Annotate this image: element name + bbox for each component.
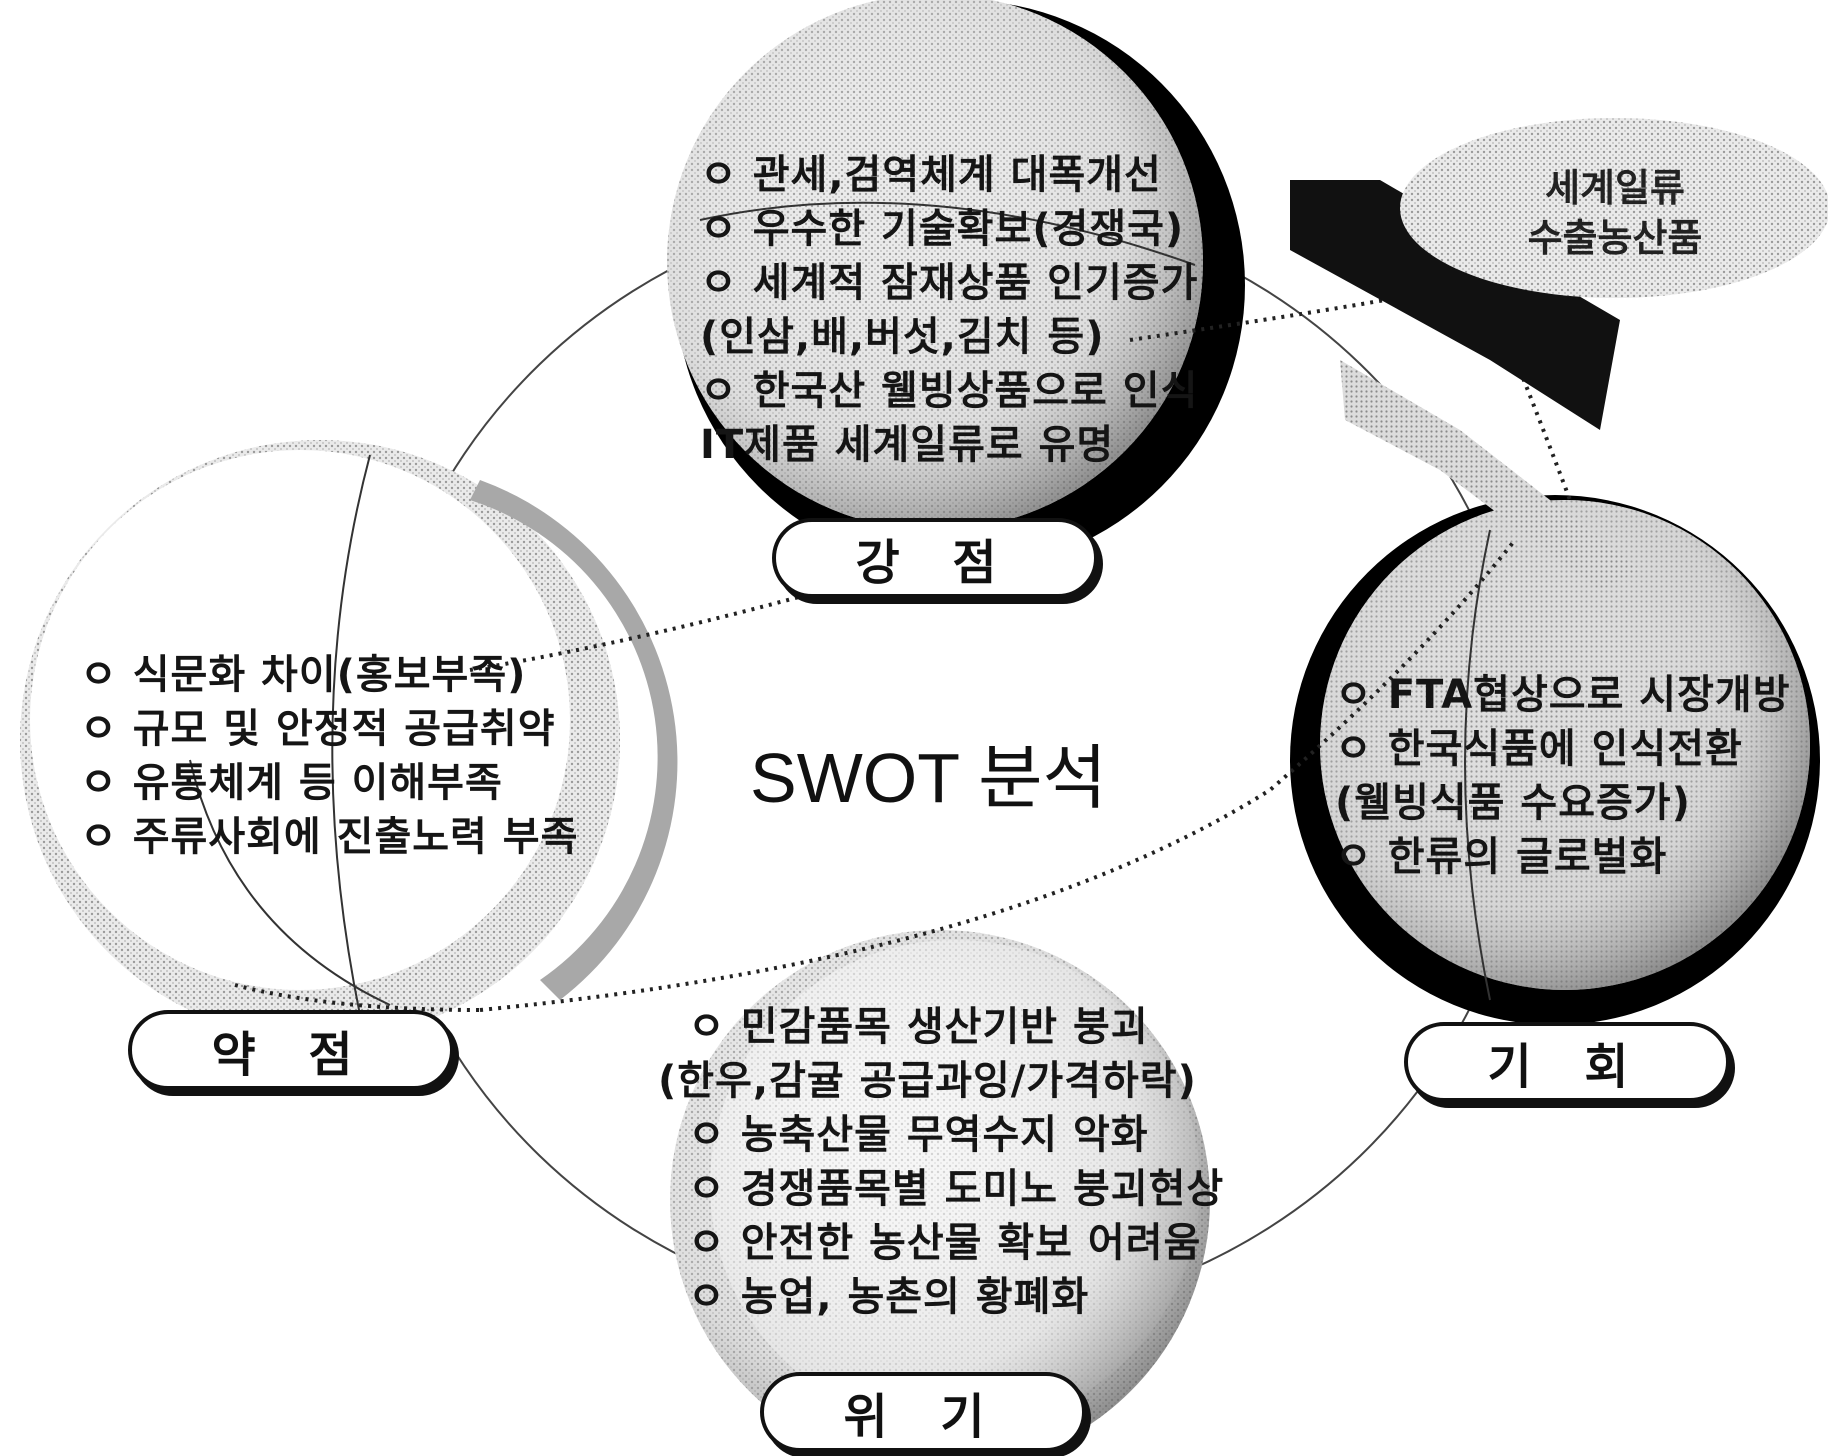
meridian-line xyxy=(189,759,391,1006)
meridian-line xyxy=(331,454,371,1016)
strength-item: ㅇ 우수한 기술확보(경쟁국) xyxy=(700,206,1185,252)
opportunity-item: ㅇ 한류의 글로벌화 xyxy=(1335,834,1668,880)
threat-item: ㅇ 경쟁품목별 도미노 붕괴현상 xyxy=(688,1166,1225,1212)
weakness-label: 약 점 xyxy=(128,1010,454,1090)
weakness-item: ㅇ 식문화 차이(홍보부족) xyxy=(80,652,527,698)
threat-globe xyxy=(670,930,1210,1456)
strength-item: ㅇ 세계적 잠재상품 인기증가 xyxy=(700,260,1199,306)
strength-item: ㅇ 관세,검역체계 대폭개선 xyxy=(700,152,1162,198)
opportunity-item: ㅇ 한국식품에 인식전환 xyxy=(1335,726,1743,772)
strength-label: 강 점 xyxy=(772,518,1098,598)
threat-item: ㅇ 농축산물 무역수지 악화 xyxy=(688,1112,1149,1158)
opportunity-item: (웰빙식품 수요증가) xyxy=(1335,780,1691,826)
threats-list: ㅇ 민감품목 생산기반 붕괴 (한우,감귤 공급과잉/가격하락) ㅇ 농축산물 … xyxy=(658,1000,1227,1324)
dotted-connector xyxy=(234,983,481,1012)
strength-globe xyxy=(667,0,1245,570)
weakness-item: ㅇ 주류사회에 진출노력 부족 xyxy=(80,814,579,860)
opportunity-globe xyxy=(1290,495,1820,1025)
meridian-line xyxy=(1464,529,1491,1001)
opportunity-label: 기 회 xyxy=(1404,1022,1730,1102)
strength-item: ㅇ 한국산 웰빙상품으로 인식 xyxy=(700,368,1199,414)
threat-item: ㅇ 농업, 농촌의 황폐화 xyxy=(688,1274,1090,1320)
weakness-item: ㅇ 유통체계 등 이해부족 xyxy=(80,760,503,806)
opportunities-list: ㅇ FTA협상으로 시장개방 ㅇ 한국식품에 인식전환 (웰빙식품 수요증가) … xyxy=(1335,668,1791,884)
dotted-connector xyxy=(1129,298,1386,342)
dotted-connector xyxy=(1498,319,1572,501)
arrow-ribbon-shade xyxy=(1340,360,1640,590)
strength-item: IT제품 세계일류로 유명 xyxy=(700,422,1115,468)
threat-item: ㅇ 민감품목 생산기반 붕괴 xyxy=(688,1004,1149,1050)
weaknesses-list: ㅇ 식문화 차이(홍보부족) ㅇ 규모 및 안정적 공급취약 ㅇ 유통체계 등 … xyxy=(80,648,578,864)
opportunity-item: ㅇ FTA협상으로 시장개방 xyxy=(1335,672,1791,718)
diagram-title: SWOT 분석 xyxy=(750,739,1107,817)
threat-item: ㅇ 안전한 농산물 확보 어려움 xyxy=(688,1220,1202,1266)
strengths-list: ㅇ 관세,검역체계 대폭개선 ㅇ 우수한 기술확보(경쟁국) ㅇ 세계적 잠재상… xyxy=(700,148,1198,472)
dotted-connector xyxy=(479,538,1517,1012)
badge-line-2: 수출농산품 xyxy=(1527,216,1703,260)
export-badge: 세계일류 수출농산품 xyxy=(1400,128,1828,298)
badge-line-1: 세계일류 xyxy=(1545,166,1685,210)
badge-ellipse xyxy=(1400,118,1828,298)
meridian-line xyxy=(699,201,1196,266)
threat-item: (한우,감귤 공급과잉/가격하락) xyxy=(658,1058,1197,1104)
strength-item: (인삼,배,버섯,김치 등) xyxy=(700,314,1105,360)
weakness-globe xyxy=(20,440,678,1040)
weakness-item: ㅇ 규모 및 안정적 공급취약 xyxy=(80,706,556,752)
arrow-ribbon xyxy=(1290,180,1620,430)
threat-label: 위 기 xyxy=(760,1372,1086,1452)
